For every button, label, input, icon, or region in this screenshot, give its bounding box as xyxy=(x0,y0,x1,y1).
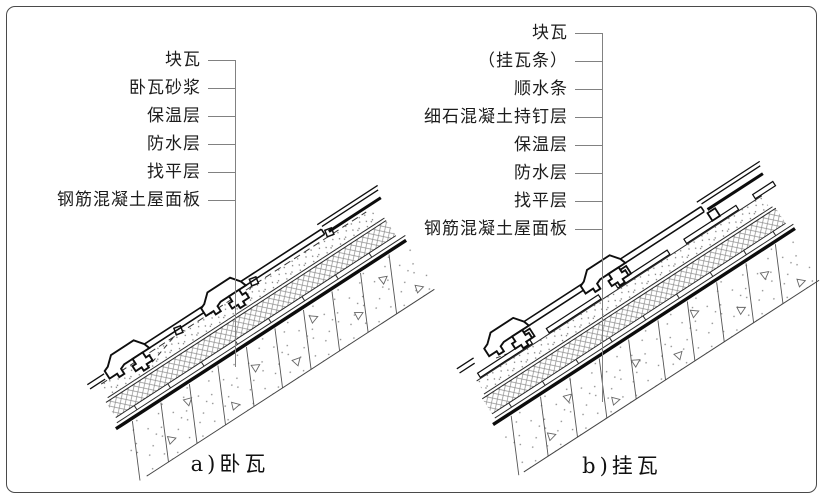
nail-holding-concrete-layer xyxy=(476,195,770,394)
leader-tick xyxy=(208,59,235,61)
tie-anchor-squares xyxy=(172,226,335,336)
counter-batten-strips xyxy=(476,180,777,379)
leader-tick xyxy=(575,144,602,146)
leader-tick xyxy=(575,172,602,174)
caption-a: a)卧瓦 xyxy=(190,452,270,476)
leader-tick xyxy=(575,200,602,202)
leader-tick xyxy=(575,88,602,90)
layer-label: 保温层 xyxy=(147,106,201,126)
roof-drawing-a xyxy=(86,184,439,481)
label-row: 细石混凝土持钉层 xyxy=(407,103,602,131)
tile-layer xyxy=(86,184,382,390)
concrete-slab-layer xyxy=(492,227,820,476)
label-row: 保温层 xyxy=(407,131,602,159)
label-row: 防水层 xyxy=(40,130,235,158)
tile-layer xyxy=(456,160,764,374)
leader-line-a xyxy=(234,60,236,367)
layer-label: 防水层 xyxy=(147,134,201,154)
screed-and-waterproof-layers xyxy=(494,223,794,419)
leader-tick xyxy=(575,60,602,62)
layer-label: （挂瓦条） xyxy=(478,51,568,71)
layer-label: 顺水条 xyxy=(514,79,568,99)
label-row: 块瓦 xyxy=(40,46,235,74)
roof-drawing-b xyxy=(456,160,820,476)
screed-and-waterproof-layers xyxy=(116,235,406,424)
concrete-slab-layer xyxy=(114,238,439,481)
label-row: 卧瓦砂浆 xyxy=(40,74,235,102)
label-row: 顺水条 xyxy=(407,75,602,103)
layer-label: 找平层 xyxy=(514,191,568,211)
leader-tick xyxy=(208,171,235,173)
label-row: 防水层 xyxy=(407,159,602,187)
leader-tick xyxy=(208,199,235,201)
label-row: 钢筋混凝土屋面板 xyxy=(40,186,235,214)
layer-label: 钢筋混凝土屋面板 xyxy=(57,190,201,210)
leader-tick xyxy=(208,87,235,89)
layer-label: 找平层 xyxy=(147,162,201,182)
layer-label: 块瓦 xyxy=(165,50,201,70)
label-row: （挂瓦条） xyxy=(407,47,602,75)
label-row: 找平层 xyxy=(40,158,235,186)
layer-label: 细石混凝土持钉层 xyxy=(424,107,568,127)
panel-b-labels: 块瓦 （挂瓦条） 顺水条 细石混凝土持钉层 保温层 防水层 找平层 钢筋混凝土屋… xyxy=(407,19,602,243)
layer-label: 块瓦 xyxy=(532,23,568,43)
layer-label: 卧瓦砂浆 xyxy=(129,78,201,98)
label-row: 保温层 xyxy=(40,102,235,130)
leader-tick xyxy=(208,115,235,117)
leader-tick xyxy=(575,32,602,34)
leader-tick xyxy=(208,143,235,145)
label-row: 钢筋混凝土屋面板 xyxy=(407,215,602,243)
leader-tick xyxy=(575,116,602,118)
caption-b: b)挂瓦 xyxy=(582,454,662,478)
layer-label: 保温层 xyxy=(514,135,568,155)
layer-label: 防水层 xyxy=(514,163,568,183)
label-row: 找平层 xyxy=(407,187,602,215)
leader-line-b xyxy=(601,33,603,402)
panel-a-labels: 块瓦 卧瓦砂浆 保温层 防水层 找平层 钢筋混凝土屋面板 xyxy=(40,46,235,214)
leader-tick xyxy=(575,228,602,230)
label-row: 块瓦 xyxy=(407,19,602,47)
layer-label: 钢筋混凝土屋面板 xyxy=(424,219,568,239)
